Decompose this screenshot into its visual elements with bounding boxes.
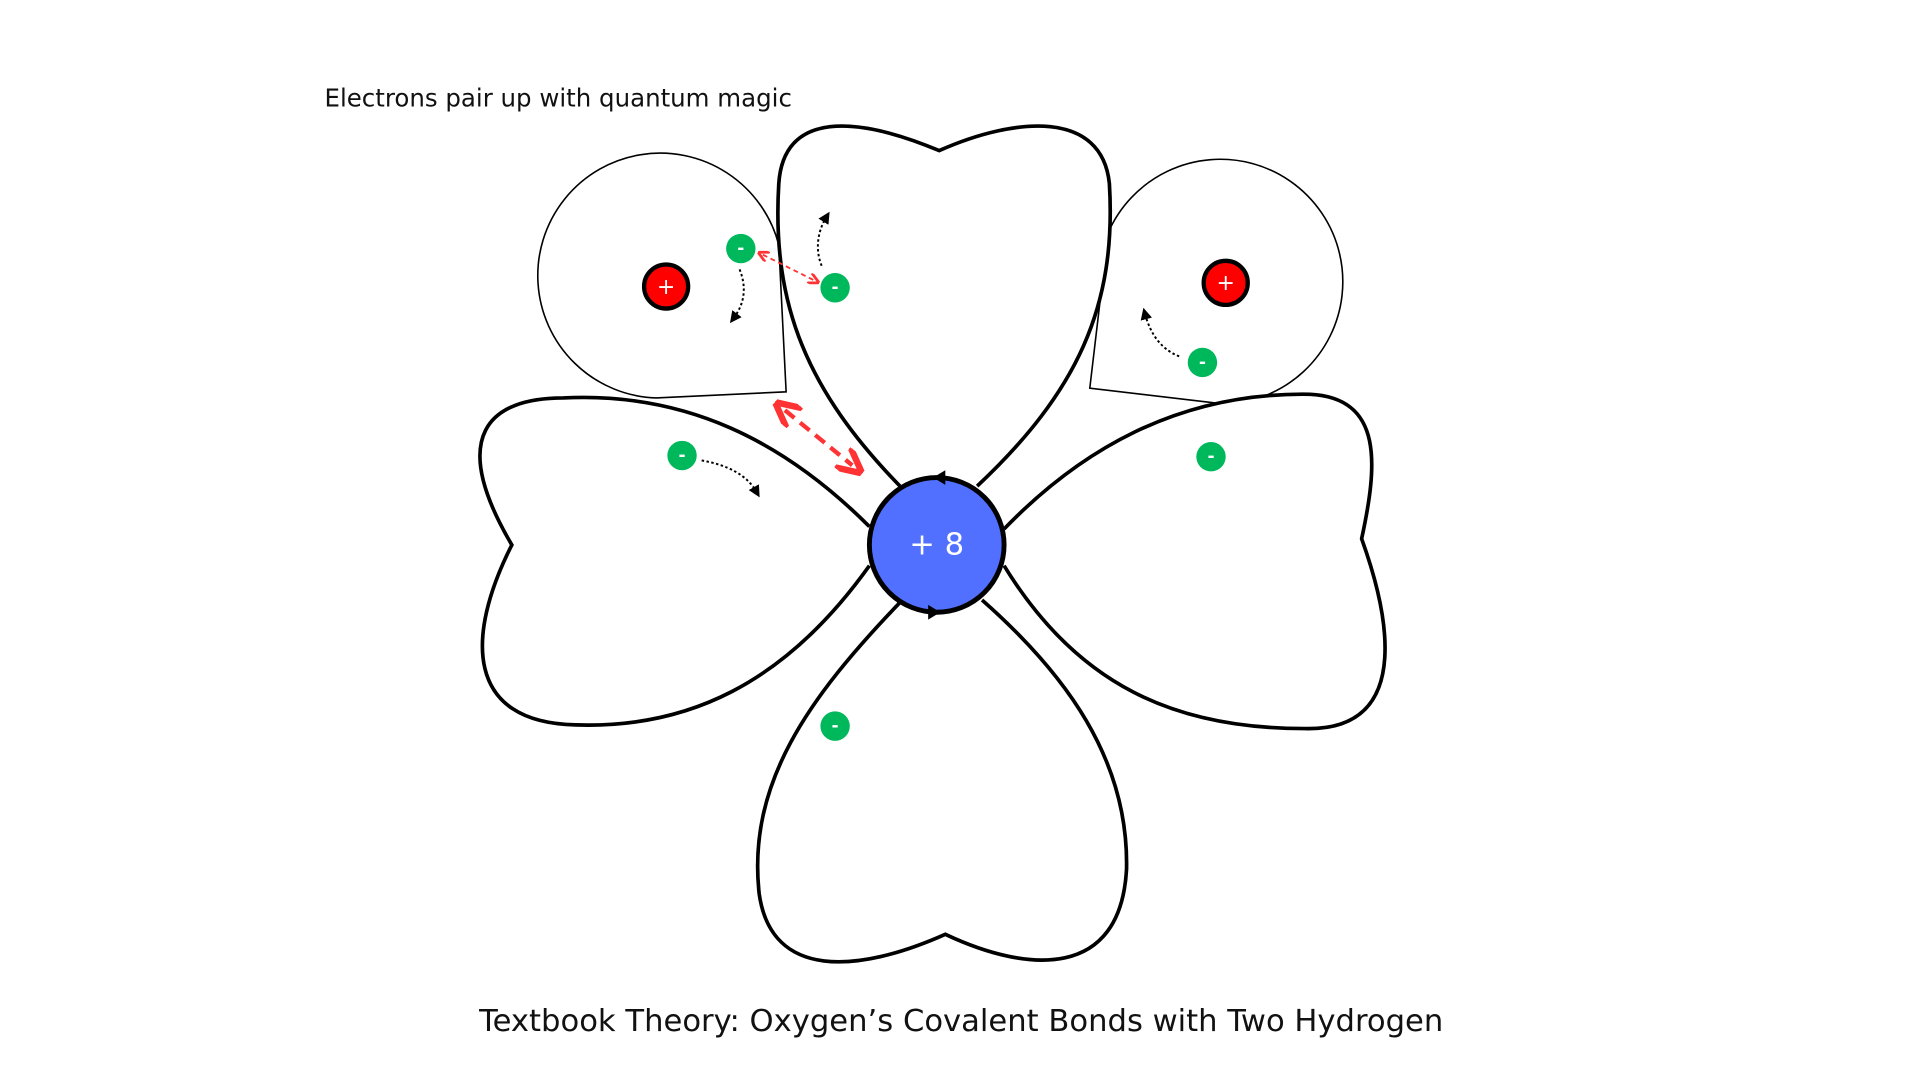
- orbital-lobe-right: [1002, 392, 1387, 731]
- diagram-title: Textbook Theory: Oxygen’s Covalent Bonds…: [478, 1004, 1443, 1039]
- svg-text:-: -: [1207, 447, 1214, 467]
- svg-text:-: -: [737, 238, 744, 258]
- electron: -: [820, 273, 850, 303]
- electron: -: [1196, 442, 1226, 472]
- svg-text:-: -: [678, 445, 685, 465]
- proton-right: +: [1201, 258, 1250, 308]
- orbital-lobe-top: [776, 124, 1112, 488]
- svg-text:-: -: [1199, 352, 1206, 372]
- electron: -: [820, 711, 850, 741]
- electron: -: [726, 233, 756, 264]
- svg-text:+: +: [1216, 271, 1234, 296]
- caption: Electrons pair up with quantum magic: [324, 84, 791, 113]
- motion-arrow: [1140, 307, 1180, 358]
- repulsion-arrow: [763, 255, 814, 281]
- repulsion-arrow: [785, 410, 852, 465]
- motion-arrow: [816, 211, 830, 267]
- motion-arrow: [729, 269, 745, 324]
- svg-text:-: -: [832, 716, 839, 736]
- oxygen-nucleus: + 8: [866, 470, 1007, 620]
- svg-text:-: -: [832, 278, 839, 298]
- orbital-lobe-bottom: [755, 598, 1129, 964]
- nucleus-label: + 8: [909, 528, 964, 563]
- electron: -: [1187, 347, 1218, 378]
- motion-arrow: [701, 459, 760, 498]
- electron: -: [667, 440, 697, 471]
- svg-text:+: +: [657, 275, 675, 300]
- orbital-lobe-left: [478, 395, 871, 727]
- proton-left: +: [641, 262, 691, 311]
